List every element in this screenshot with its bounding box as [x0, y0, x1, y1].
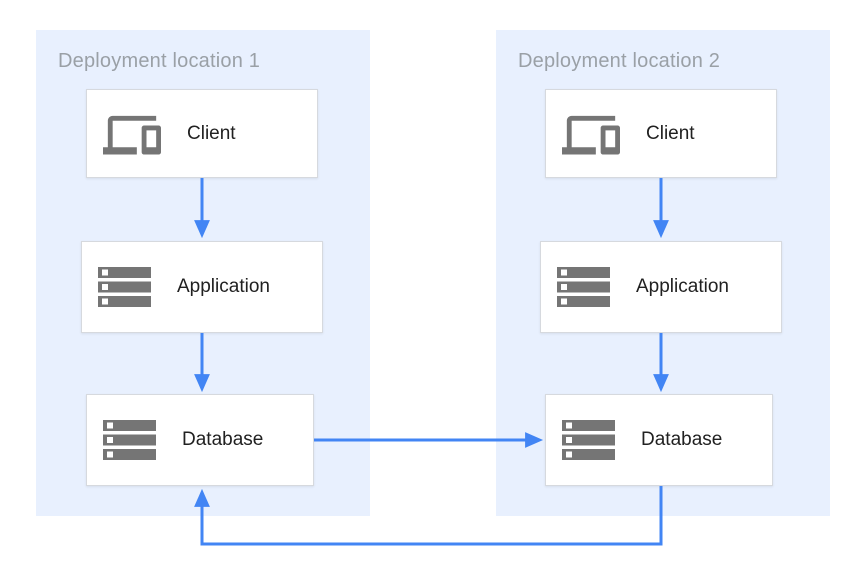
node-application-2: Application	[540, 241, 782, 333]
node-label: Application	[636, 276, 729, 297]
devices-icon	[562, 111, 620, 157]
server-stack-icon	[557, 267, 610, 307]
node-label: Application	[177, 276, 270, 297]
server-stack-icon	[98, 267, 151, 307]
server-stack-icon	[103, 420, 156, 460]
node-label: Database	[641, 429, 723, 450]
node-client-1: Client	[86, 89, 318, 178]
node-label: Client	[646, 122, 695, 144]
node-client-2: Client	[545, 89, 777, 178]
node-database-1: Database	[86, 394, 314, 486]
node-label: Database	[182, 429, 264, 450]
devices-icon	[103, 111, 161, 157]
zone-2-title: Deployment location 2	[518, 50, 721, 72]
node-database-2: Database	[545, 394, 773, 486]
node-application-1: Application	[81, 241, 323, 333]
node-label: Client	[187, 122, 236, 144]
zone-1-title: Deployment location 1	[58, 50, 261, 72]
server-stack-icon	[562, 420, 615, 460]
